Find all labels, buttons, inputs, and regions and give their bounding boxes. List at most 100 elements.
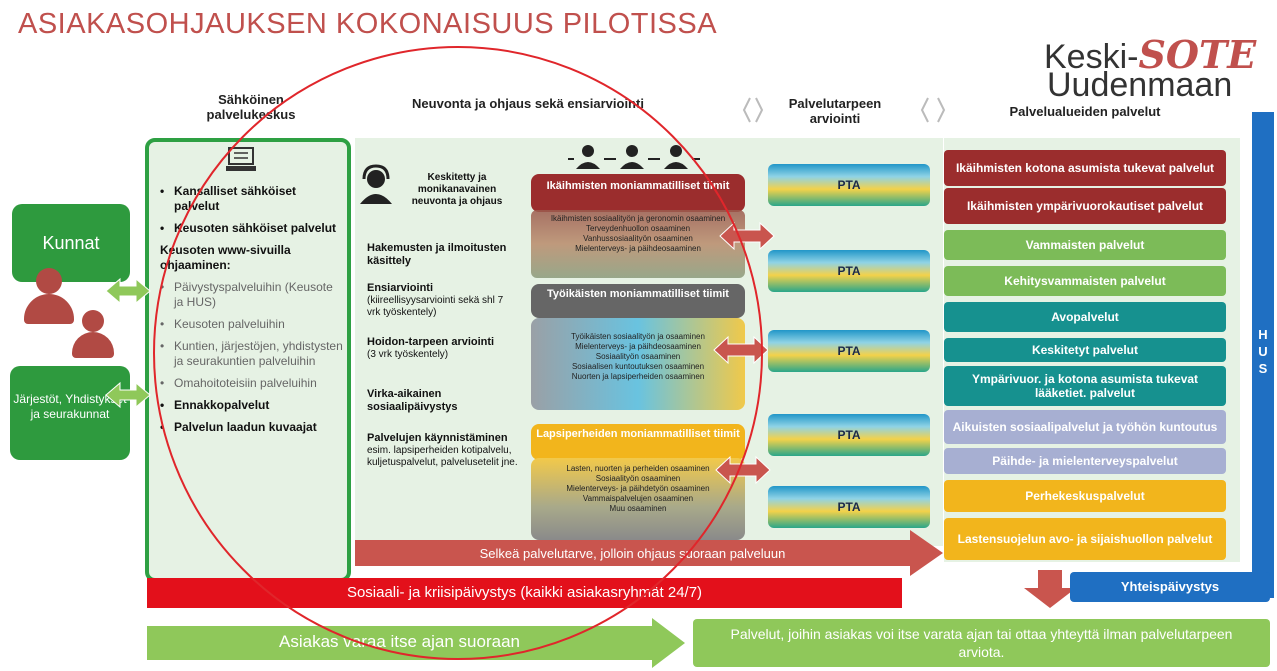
header-mid: Neuvonta ja ohjaus sekä ensiarviointi	[412, 96, 644, 111]
service-box: Perhekeskuspalvelut	[944, 480, 1226, 512]
team-list-item: Mielenterveys- ja päihdeosaaminen	[575, 244, 701, 253]
service-box: Lastensuojelun avo- ja sijaishuollon pal…	[944, 518, 1226, 560]
team-lapsiperheet-title: Lapsiperheiden moniammatilliset tiimit	[536, 428, 740, 440]
team-people-icon	[568, 145, 700, 169]
team-list-item: Sosiaalityön osaaminen	[595, 352, 681, 361]
left-list-item: Kuntien, järjestöjen, yhdistysten ja seu…	[160, 339, 344, 369]
left-list-item: Kansalliset sähköiset palvelut	[160, 184, 344, 214]
header-right: Palvelualueiden palvelut	[1009, 104, 1161, 119]
virka-text: Virka-aikainen sosiaalipäivystys	[367, 388, 458, 413]
logo-prefix: Keski-	[1044, 38, 1139, 76]
service-box: Ympärivuor. ja kotona asumista tukevat l…	[944, 366, 1226, 406]
hus-letter: H	[1258, 327, 1268, 342]
logo-line2: Uudenmaan	[1047, 66, 1233, 104]
team-tyoikaiset-title: Työikäisten moniammatilliset tiimit	[547, 288, 729, 300]
team-list-item: Nuorten ja lapsiperheiden osaaminen	[571, 372, 705, 381]
service-box: Aikuisten sosiaalipalvelut ja työhön kun…	[944, 410, 1226, 444]
pta-box: PTA	[768, 414, 930, 456]
headset-label: Keskitetty ja monikanavainen neuvonta ja…	[411, 172, 503, 207]
team-list-item: Vammaispalvelujen osaaminen	[582, 494, 694, 503]
red-circle-annotation	[153, 46, 763, 660]
hus-letter: U	[1258, 344, 1268, 359]
headset-person-icon	[360, 164, 392, 204]
team-list-item: Vanhussosiaalityön osaaminen	[583, 234, 693, 243]
kunnat-box: Kunnat	[12, 204, 130, 282]
kaynnistaminen-sub: esim. lapsiperheiden kotipalvelu, kuljet…	[367, 445, 518, 468]
team-ikaihmiset-list: Ikäihmisten sosiaalityön ja geronomin os…	[531, 214, 745, 254]
down-arrow	[1024, 570, 1076, 608]
hus-letter: S	[1258, 361, 1268, 376]
team-ikaihmiset-body	[531, 210, 745, 278]
pta-box: PTA	[768, 250, 930, 292]
left-list-item: Päivystyspalveluihin (Keusote ja HUS)	[160, 280, 344, 310]
team-tyoikaiset-body	[531, 318, 745, 410]
service-box: Kehitysvammaisten palvelut	[944, 266, 1226, 296]
double-arrow	[105, 381, 151, 409]
jarjestot-label: Järjestöt, Yhdistykset ja seurakunnat	[13, 392, 127, 421]
service-box: Keskitetyt palvelut	[944, 338, 1226, 362]
pta-box: PTA	[768, 164, 930, 206]
asiakas-varaa-label: Asiakas varaa itse ajan suoraan	[279, 632, 520, 651]
yhteispaivystys-box: Yhteispäivystys	[1070, 572, 1270, 602]
person-icon	[36, 268, 62, 294]
computer-icon	[226, 147, 256, 171]
virka-block: Virka-aikainen sosiaalipäivystys	[367, 388, 497, 414]
ensiarviointi-title: Ensiarviointi	[367, 282, 434, 294]
person-icon	[24, 294, 74, 324]
double-arrow	[719, 221, 775, 251]
service-box: Päihde- ja mielenterveyspalvelut	[944, 448, 1226, 474]
separator-chevron	[742, 97, 764, 123]
palvelut-bottom-label: Palvelut, joihin asiakas voi itse varata…	[730, 626, 1233, 660]
hus-bar	[1252, 112, 1274, 598]
team-tyoikaiset-header	[531, 284, 745, 318]
hoidon-sub: (3 vrk työskentely)	[367, 349, 449, 360]
jarjestot-box: Järjestöt, Yhdistykset ja seurakunnat	[10, 366, 130, 460]
team-list-item: Sosiaalisen kuntoutuksen osaaminen	[571, 362, 705, 371]
team-ikaihmiset-title: Ikäihmisten moniammatilliset tiimit	[546, 180, 730, 192]
service-box: Ikäihmisten ympärivuorokautiset palvelut	[944, 188, 1226, 224]
ensiarviointi-block: Ensiarviointi(kiireellisyysarviointi sek…	[367, 282, 519, 319]
hoidontarve-block: Hoidon-tarpeen arviointi(3 vrk työskente…	[367, 336, 519, 361]
hoidon-title: Hoidon-tarpeen arviointi	[367, 336, 495, 348]
service-box: Avopalvelut	[944, 302, 1226, 332]
palvelut-bottom-box: Palvelut, joihin asiakas voi itse varata…	[693, 619, 1270, 667]
separator-chevron	[920, 97, 946, 123]
team-list-item: Ikäihmisten sosiaalityön ja geronomin os…	[550, 214, 726, 223]
service-box: Ikäihmisten kotona asumista tukevat palv…	[944, 150, 1226, 186]
team-list-item: Lasten, nuorten ja perheiden osaaminen	[566, 464, 710, 473]
team-list-item: Mielenterveys- ja päihdeosaaminen	[575, 342, 701, 351]
left-list-item: Keusoten www-sivuilla ohjaaminen:	[160, 243, 291, 272]
left-list-item: Keusoten sähköiset palvelut	[160, 221, 344, 236]
pta-box: PTA	[768, 330, 930, 372]
pta-box: PTA	[768, 486, 930, 528]
logo-line1: Keski-SOTE	[1044, 32, 1256, 77]
asiakas-varaa-arrow-shape	[147, 618, 685, 668]
logo-brand: SOTE	[1138, 32, 1257, 77]
team-list-item: Terveydenhuollon osaaminen	[585, 224, 691, 233]
double-arrow	[105, 277, 151, 305]
selkea-arrow-shape	[355, 530, 943, 576]
header-pta: Palvelutarpeen arviointi	[788, 96, 882, 126]
hakemukset-label: Hakemusten ja ilmoitusten käsittely	[367, 242, 517, 268]
left-list-item: Omahoitoteisiin palveluihin	[160, 376, 344, 391]
hakemukset-text: Hakemusten ja ilmoitusten käsittely	[367, 242, 507, 267]
person-icon	[82, 310, 104, 332]
ensiarviointi-sub: (kiireellisyysarviointi sekä shl 7 vrk t…	[367, 295, 504, 318]
service-box: Vammaisten palvelut	[944, 230, 1226, 260]
team-list-item: Muu osaaminen	[609, 504, 667, 513]
selkea-arrow-label: Selkeä palvelutarve, jolloin ohjaus suor…	[479, 546, 786, 561]
page-title: ASIAKASOHJAUKSEN KOKONAISUUS PILOTISSA	[18, 8, 718, 40]
sosiaali-kriisipaivystys-bar: Sosiaali- ja kriisipäivystys (kaikki asi…	[147, 578, 902, 608]
double-arrow	[715, 455, 771, 485]
team-list-item: Työikäisten sosiaalityön ja osaaminen	[571, 332, 705, 341]
team-lapsiperheet-header	[531, 424, 745, 460]
team-list-item: Sosiaalityön osaaminen	[595, 474, 681, 483]
left-list-item: Ennakkopalvelut	[160, 398, 344, 413]
person-icon	[72, 332, 114, 358]
left-list-item: Keusoten palveluihin	[160, 317, 344, 332]
